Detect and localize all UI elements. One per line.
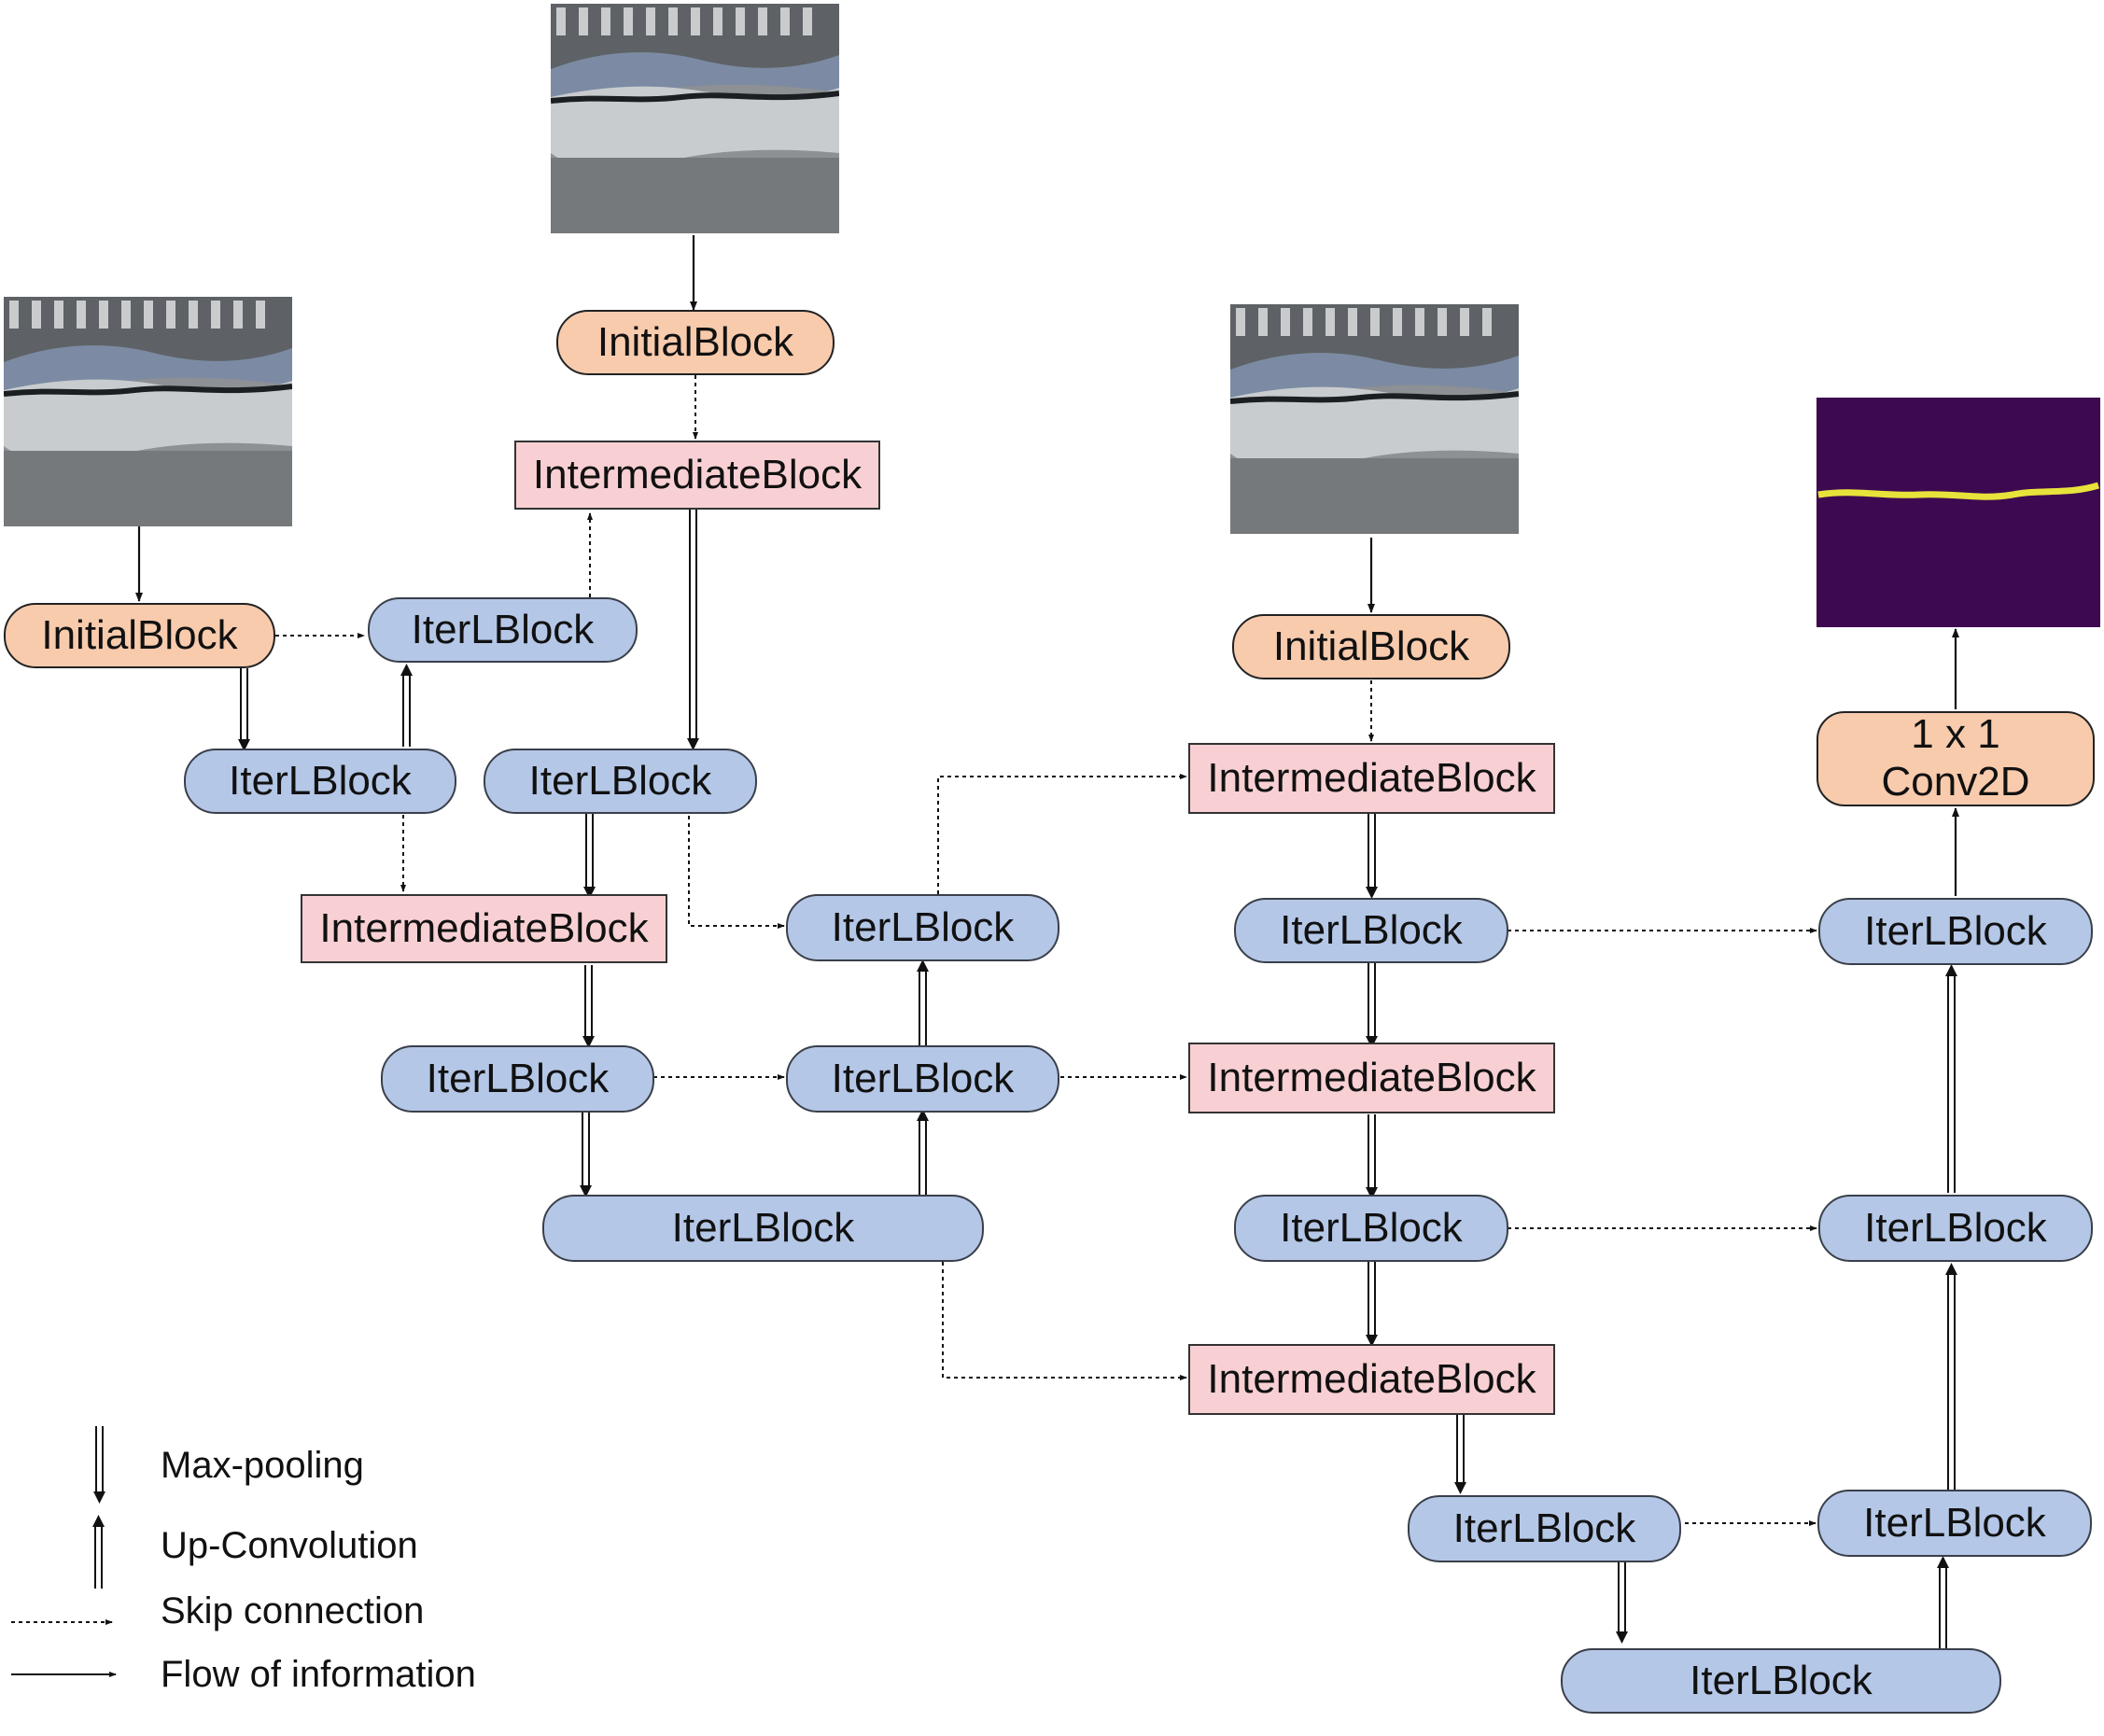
- iterl-block: IterLBlock: [381, 1045, 654, 1113]
- iterl-block: IterLBlock: [368, 597, 638, 663]
- maxpool-arrow: [687, 510, 699, 750]
- maxpool-arrow: [1366, 814, 1378, 899]
- segmentation-mask: [1816, 398, 2100, 627]
- maxpool-arrow: [583, 814, 596, 899]
- iterl-block: IterLBlock: [1817, 1490, 2092, 1557]
- iterl-block: IterLBlock: [1818, 898, 2093, 965]
- skip-arrows: [275, 375, 1817, 1526]
- conv2d-block: 1 x 1 Conv2D: [1816, 711, 2095, 806]
- upconv-arrow: [400, 664, 413, 747]
- legend-flow-of-information: Flow of information: [161, 1654, 476, 1695]
- legend-maxpool-glyph: [93, 1426, 105, 1504]
- iterl-block-bottom: IterLBlock: [1561, 1648, 2001, 1714]
- input-image-top: [551, 4, 839, 233]
- conv2d-line1: 1 x 1: [1911, 711, 2000, 758]
- upconv-arrow: [1945, 964, 1957, 1193]
- upconv-arrow: [1945, 1263, 1957, 1491]
- iterl-block: IterLBlock: [184, 749, 456, 814]
- maxpool-arrow: [1366, 963, 1378, 1048]
- maxpool-arrow: [1454, 1415, 1466, 1494]
- flow-arrows: [135, 235, 1959, 896]
- maxpool-arrow: [1366, 1262, 1378, 1347]
- iterl-block: IterLBlock: [786, 1045, 1059, 1113]
- initial-block-top: InitialBlock: [556, 310, 835, 375]
- intermediate-block: IntermediateBlock: [1188, 743, 1555, 814]
- crack-photo: [1230, 304, 1519, 534]
- iterl-block: IterLBlock: [1234, 898, 1508, 963]
- intermediate-block: IntermediateBlock: [1188, 1344, 1555, 1415]
- upconv-arrow: [1937, 1556, 1949, 1648]
- iterl-block: IterLBlock: [786, 894, 1059, 961]
- initial-block-left: InitialBlock: [4, 603, 275, 668]
- conv2d-line2: Conv2D: [1881, 759, 2030, 805]
- legend-skip-connection: Skip connection: [161, 1590, 425, 1631]
- maxpool-arrow: [582, 965, 595, 1048]
- input-image-left: [4, 297, 292, 526]
- legend-max-pooling: Max-pooling: [161, 1445, 364, 1486]
- crack-photo: [4, 297, 292, 526]
- upconv-arrow: [917, 959, 929, 1045]
- output-mask: [1816, 398, 2100, 627]
- legend-upconv-glyph: [92, 1515, 105, 1589]
- legend-up-convolution: Up-Convolution: [161, 1525, 418, 1566]
- legend-glyphs: [11, 1426, 117, 1677]
- iterl-block-bottleneck: IterLBlock: [542, 1195, 984, 1262]
- intermediate-block: IntermediateBlock: [514, 441, 880, 510]
- iterl-block: IterLBlock: [484, 749, 757, 814]
- maxpool-arrow: [1616, 1562, 1628, 1644]
- iterl-block: IterLBlock: [1818, 1195, 2093, 1262]
- iterl-block: IterLBlock: [1234, 1195, 1508, 1262]
- maxpool-arrow: [580, 1113, 592, 1197]
- iterl-block: IterLBlock: [1408, 1495, 1681, 1562]
- intermediate-block: IntermediateBlock: [1188, 1043, 1555, 1113]
- pool-upconv-arrows: [238, 510, 1957, 1648]
- maxpool-arrow: [1366, 1114, 1378, 1199]
- upconv-arrow: [917, 1109, 929, 1195]
- input-image-right: [1230, 304, 1519, 534]
- intermediate-block: IntermediateBlock: [301, 894, 667, 963]
- maxpool-arrow: [238, 668, 250, 751]
- initial-block-right: InitialBlock: [1232, 614, 1510, 679]
- crack-photo: [551, 4, 839, 233]
